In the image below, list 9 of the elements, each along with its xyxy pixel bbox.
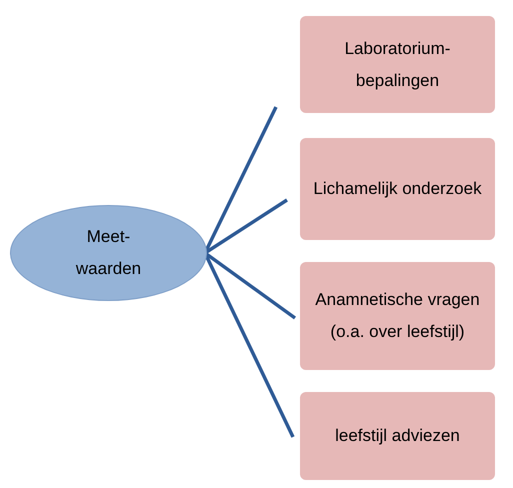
process-box [300, 392, 495, 480]
node-label: Laboratorium- bepalingen [344, 38, 452, 92]
node-label: Anamnetische vragen (o.a. over leefstijl) [314, 289, 481, 343]
process-box [300, 16, 495, 113]
process-box [300, 138, 495, 240]
node-label: leefstijl adviezen [335, 425, 460, 447]
node-label: Lichamelijk onderzoek [313, 178, 482, 200]
process-box [300, 262, 495, 370]
node-label: Meet- waarden [74, 226, 142, 280]
